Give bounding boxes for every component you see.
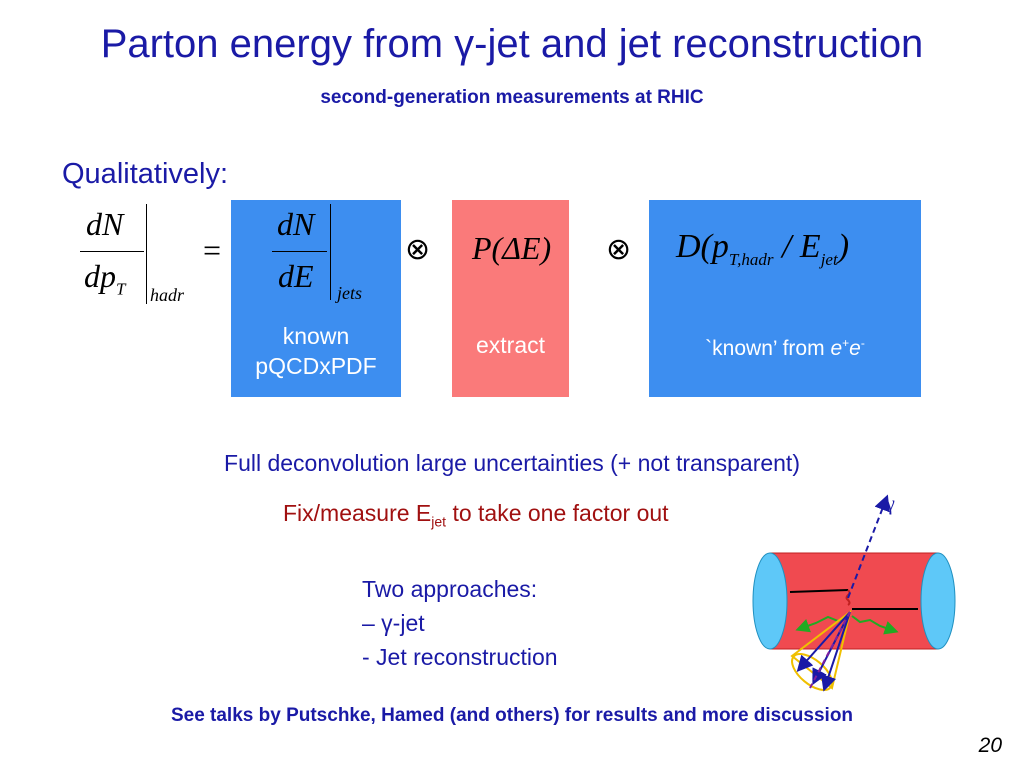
approach-gamma-jet: – γ-jet [362, 606, 558, 640]
gamma-label: γ [886, 493, 895, 515]
frag-minus: - [860, 336, 865, 350]
frag-p-sub: T,hadr [728, 249, 774, 269]
frag-label-prefix: `known’ from [705, 337, 831, 360]
collision-diagram-icon [752, 494, 956, 692]
known-label: known pQCDxPDF [231, 322, 401, 382]
b1-eval-bar [330, 204, 331, 300]
page-subtitle: second-generation measurements at RHIC [320, 87, 704, 108]
frag-D: D( [676, 228, 712, 265]
approach1-text: γ-jet [374, 610, 425, 636]
b1-fraction-bar [272, 251, 327, 252]
lhs-eval-bar [146, 204, 147, 304]
extract-label: extract [475, 332, 546, 358]
lhs-numerator: dN [86, 206, 124, 242]
approaches-title: Two approaches: [362, 576, 538, 602]
frag-e2: e [849, 337, 861, 360]
lhs-den-sub: T [116, 279, 126, 299]
fragmentation-box [649, 200, 921, 397]
deconvolution-text: Full deconvolution large uncertainties (… [224, 450, 800, 476]
equals-sign: = [203, 232, 222, 268]
fragmentation-label: `known’ from e+e- [649, 336, 921, 361]
b1-numerator: dN [277, 206, 315, 242]
page-number: 20 [978, 734, 1002, 757]
extract-box [452, 200, 569, 397]
lhs-subscript: hadr [150, 285, 185, 305]
otimes-symbol-1: ⊗ [405, 232, 431, 267]
lhs-den-text: dp [84, 258, 116, 294]
lhs-fraction-bar [80, 251, 144, 252]
fix-measure-text: Fix/measure Ejet to take one factor out [283, 500, 669, 530]
known-box [231, 200, 401, 397]
energy-loss-formula: P(ΔE) [472, 230, 552, 266]
fix-suffix: to take one factor out [446, 500, 669, 526]
frag-p: p [711, 228, 729, 265]
lhs-denominator: dpT [84, 258, 125, 299]
approach1-dash: – [362, 610, 375, 636]
qualitatively-label: Qualitatively: [62, 158, 229, 190]
fix-sub: jet [431, 513, 447, 530]
see-talks-note: See talks by Putschke, Hamed (and others… [170, 705, 854, 726]
b1-subscript: jets [337, 283, 362, 303]
approach-jet-reco: - Jet reconstruction [362, 644, 558, 670]
frag-plus: + [842, 336, 850, 350]
frag-E: E [799, 228, 821, 265]
fragmentation-formula: D(pT,hadr / Ejet) [676, 228, 849, 270]
b1-denominator: dE [278, 258, 314, 294]
fix-prefix: Fix/measure E [283, 500, 432, 526]
known-line2: pQCDxPDF [255, 352, 377, 379]
frag-e1: e [830, 337, 843, 360]
approaches-list: Two approaches: – γ-jet - Jet reconstruc… [362, 572, 558, 674]
otimes-symbol-2: ⊗ [606, 232, 632, 267]
page-title: Parton energy from γ-jet and jet reconst… [100, 22, 924, 66]
known-line1: known [282, 323, 350, 349]
frag-close: ) [837, 228, 850, 265]
frag-slash: / [781, 228, 792, 265]
frag-E-sub: jet [820, 249, 838, 269]
